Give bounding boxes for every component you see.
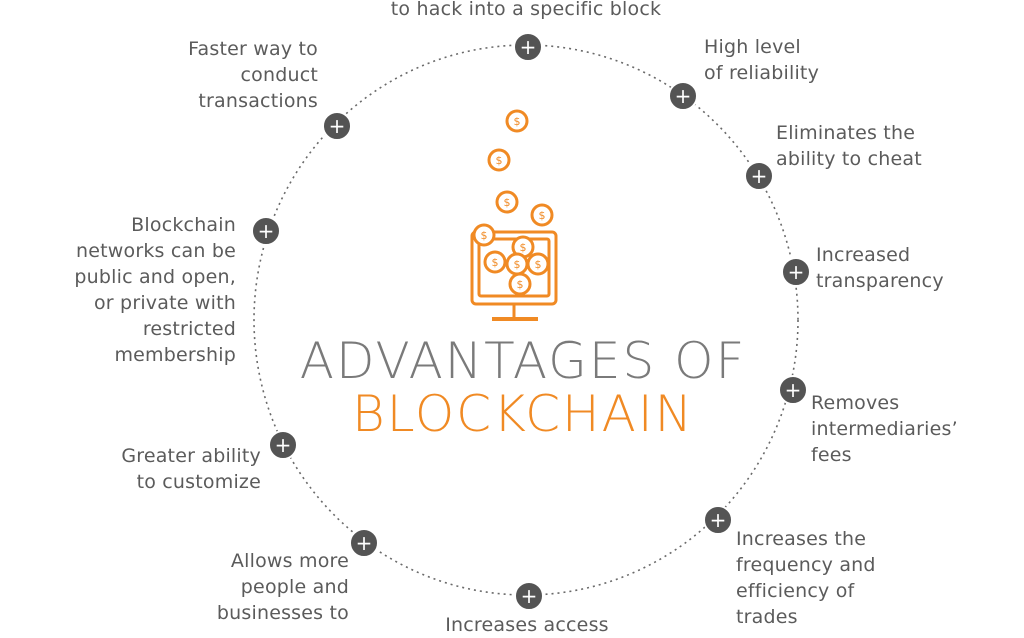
label-access: Increases access xyxy=(445,614,609,636)
node-faster-plus-icon[interactable]: + xyxy=(322,111,352,141)
label-faster: Faster way to conduct transactions xyxy=(188,38,318,112)
node-reliability-plus-icon[interactable]: + xyxy=(668,81,698,111)
label-customize: Greater ability to customize xyxy=(121,445,261,493)
node-transparency-plus-icon[interactable]: + xyxy=(781,257,811,287)
node-trades-plus-icon[interactable]: + xyxy=(703,505,733,535)
node-people-plus-icon[interactable]: + xyxy=(349,528,379,558)
node-cheat-plus-icon[interactable]: + xyxy=(744,161,774,191)
coin-dollar-glyph: $ xyxy=(504,196,511,209)
label-trades: Increases the frequency and efficiency o… xyxy=(736,528,876,628)
title-line-1: ADVANTAGES OF xyxy=(299,332,747,390)
coin-dollar-glyph: $ xyxy=(496,154,503,167)
coin-dollar-glyph: $ xyxy=(481,229,488,242)
coin-dollar-glyph: $ xyxy=(514,115,521,128)
coin-dollar-glyph: $ xyxy=(517,278,524,291)
coin-dollar-glyph: $ xyxy=(520,241,527,254)
coin-dollar-glyph: $ xyxy=(514,258,521,271)
label-transparency: Increased transparency xyxy=(816,244,944,292)
label-top: to hack into a specific block xyxy=(390,0,662,20)
node-access-plus-icon[interactable]: + xyxy=(514,581,544,611)
coin-dollar-glyph: $ xyxy=(535,258,542,271)
label-people: Allows more people and businesses to xyxy=(216,550,349,624)
node-fees-plus-icon[interactable]: + xyxy=(778,375,808,405)
label-reliability: High level of reliability xyxy=(704,36,820,84)
coin-dollar-glyph: $ xyxy=(539,209,546,222)
label-cheat: Eliminates the ability to cheat xyxy=(776,122,922,170)
label-networks: Blockchain networks can be public and op… xyxy=(74,214,236,366)
node-customize-plus-icon[interactable]: + xyxy=(268,430,298,460)
coin-dollar-glyph: $ xyxy=(492,256,499,269)
label-fees: Removes intermediaries’ fees xyxy=(811,392,958,466)
node-networks-plus-icon[interactable]: + xyxy=(251,216,281,246)
title-line-2: BLOCKCHAIN xyxy=(352,385,694,443)
node-top-plus-icon[interactable]: + xyxy=(513,32,543,62)
monitor-coins-icon: $ $ $ $ $ $ $ $ $ $ xyxy=(470,109,558,321)
